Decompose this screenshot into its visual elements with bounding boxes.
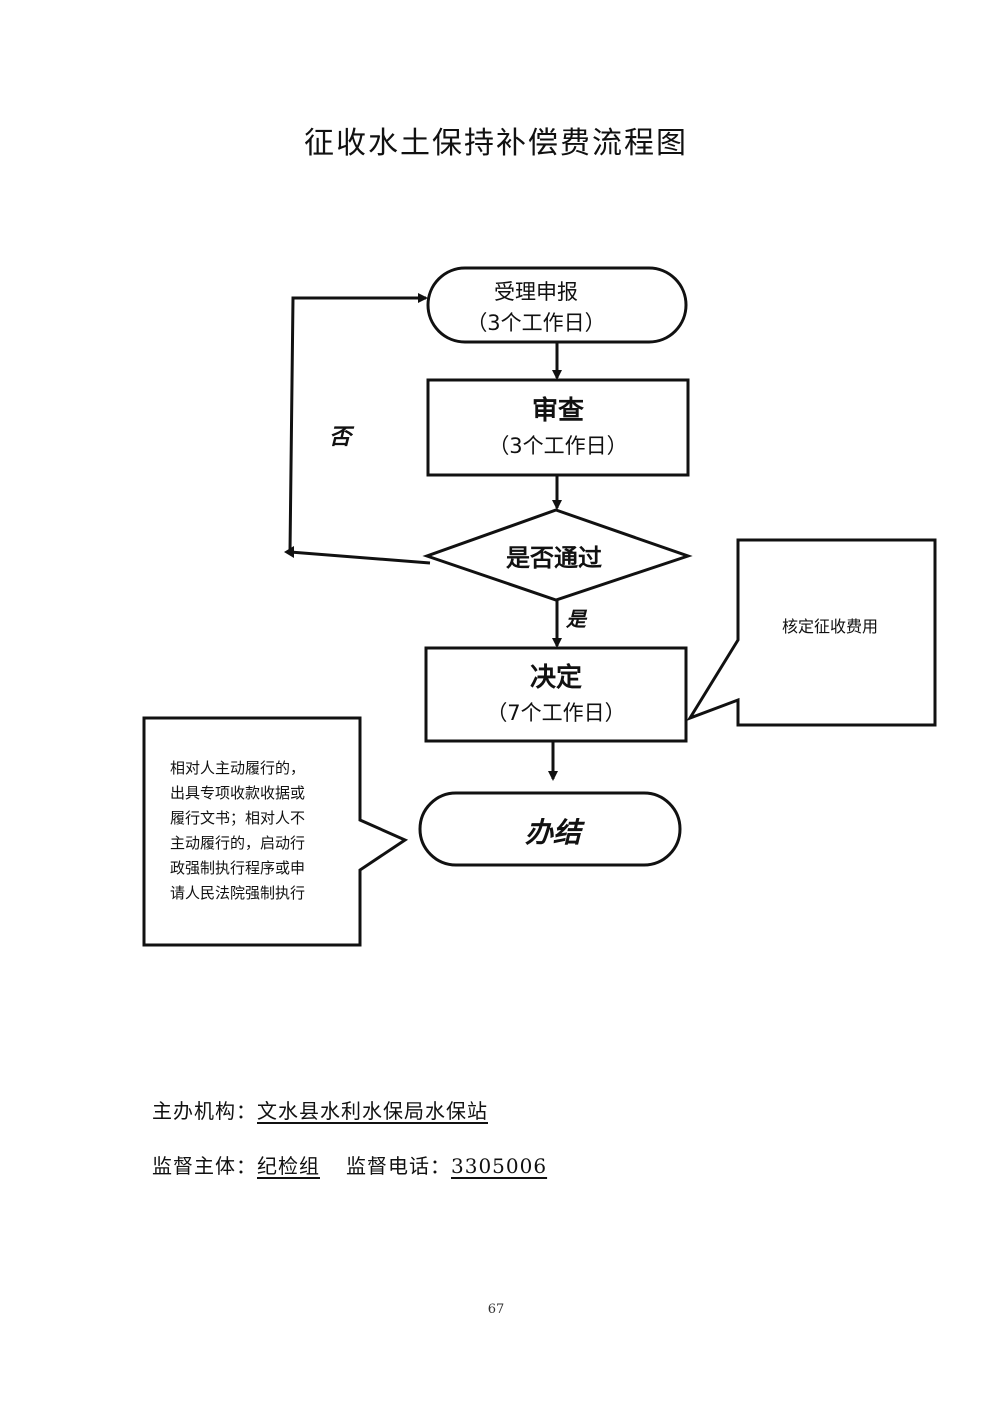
- footer-supervisor-value: 纪检组: [257, 1154, 320, 1178]
- footer-supervisor-label: 监督主体：: [152, 1154, 257, 1178]
- node-decide-duration: （7个工作日）: [486, 701, 625, 725]
- callout-note-line-2: 出具专项收款收据或: [170, 784, 305, 802]
- node-accept: 受理申报 （3个工作日）: [426, 266, 688, 344]
- footer-phone-label: 监督电话：: [346, 1154, 451, 1178]
- page-title: 征收水土保持补偿费流程图: [304, 126, 688, 161]
- callout-fee: 核定征收费用: [686, 538, 937, 727]
- node-accept-duration: （3个工作日）: [466, 311, 605, 335]
- node-review-title: 审查: [532, 395, 584, 426]
- footer-org-value: 文水县水利水保局水保站: [257, 1099, 488, 1123]
- node-review-duration: （3个工作日）: [488, 434, 627, 458]
- callout-fee-text: 核定征收费用: [782, 617, 878, 636]
- edge-yes-label: 是: [565, 607, 588, 631]
- footer-org-label: 主办机构：: [152, 1099, 257, 1123]
- edge-no-loop: [288, 293, 431, 565]
- node-decision: 是否通过: [422, 508, 693, 602]
- node-decision-label: 是否通过: [506, 544, 602, 572]
- node-accept-title: 受理申报: [494, 280, 578, 304]
- page-number: 67: [487, 1302, 505, 1317]
- footer-org: 主办机构：文水县水利水保局水保站: [152, 1095, 488, 1124]
- callout-note: 相对人主动履行的， 出具专项收款收据或 履行文书；相对人不 主动履行的，启动行 …: [142, 716, 409, 947]
- footer-supervision: 监督主体：纪检组 监督电话：3305006: [152, 1150, 547, 1179]
- node-decide: 决定 （7个工作日）: [424, 646, 688, 743]
- node-review: 审查 （3个工作日）: [426, 378, 690, 477]
- node-decide-title: 决定: [530, 662, 582, 693]
- callout-note-line-1: 相对人主动履行的，: [170, 759, 305, 777]
- callout-note-line-5: 政强制执行程序或申: [170, 859, 305, 877]
- callout-note-line-6: 请人民法院强制执行: [170, 884, 305, 902]
- node-finish: 办结: [418, 791, 682, 867]
- callout-note-line-3: 履行文书；相对人不: [170, 809, 305, 827]
- callout-note-line-4: 主动履行的，启动行: [170, 834, 305, 852]
- edge-no-label: 否: [329, 425, 355, 450]
- footer-phone-value: 3305006: [451, 1154, 548, 1178]
- node-finish-label: 办结: [525, 816, 585, 849]
- edge-no-arrowhead: [284, 546, 294, 558]
